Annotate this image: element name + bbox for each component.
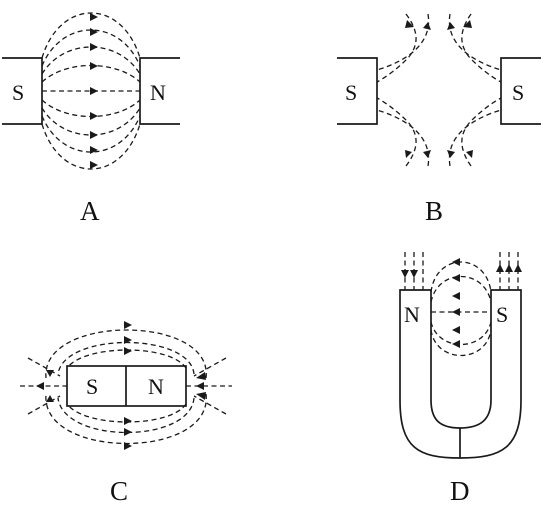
figure-b-field-line xyxy=(448,13,502,71)
figure-a-arrow xyxy=(90,87,98,95)
figure-c-field-line xyxy=(193,357,227,377)
figure-c-arrow xyxy=(196,372,206,380)
figure-d-arrow xyxy=(452,326,460,334)
figure-b-field-line xyxy=(461,97,502,167)
figure-d-caption: D xyxy=(450,476,470,505)
figure-d-field-line xyxy=(430,276,492,303)
figure-b-field-line xyxy=(376,97,417,167)
figure-c-arrow xyxy=(124,336,132,344)
figure-c-field-line xyxy=(27,395,61,415)
figure-d-arrow xyxy=(452,340,460,348)
figure-a-left-pole-label: S xyxy=(12,80,24,105)
figure-a-right-pole-label: N xyxy=(150,80,166,105)
figure-c-arrow xyxy=(124,321,132,329)
figure-c: S N C xyxy=(20,321,232,505)
figure-b-arrow xyxy=(447,22,455,30)
figure-c-arrow xyxy=(124,428,132,436)
figure-d-right-pole-label: S xyxy=(496,302,508,327)
figure-d-arrow xyxy=(401,270,409,278)
figure-b-arrow xyxy=(466,150,473,158)
figure-a: S N A xyxy=(2,12,180,226)
figure-d-field-line xyxy=(430,329,492,356)
figure-b-field-line xyxy=(448,109,502,167)
figure-d-left-pole-label: N xyxy=(404,302,420,327)
figure-a-arrow xyxy=(90,131,98,139)
figure-d-arrow xyxy=(452,292,460,300)
figure-c-arrow xyxy=(46,395,54,402)
figure-b-field-line xyxy=(376,13,417,83)
figure-b-arrow xyxy=(463,20,472,28)
figure-b-arrow xyxy=(447,150,455,158)
figure-a-arrow xyxy=(90,146,98,154)
figure-c-arrow xyxy=(124,417,132,425)
figure-b-arrow xyxy=(423,22,431,30)
figure-c-right-pole-label: N xyxy=(148,374,164,399)
figure-c-caption: C xyxy=(110,476,128,505)
figure-c-arrow xyxy=(46,370,54,377)
figure-b-field-line xyxy=(376,13,430,71)
figure-a-arrow xyxy=(90,62,98,70)
figure-a-field-line-top-3 xyxy=(41,46,141,75)
figure-c-arrow xyxy=(124,442,132,450)
figure-c-arrow xyxy=(196,382,204,390)
figure-d-arrow xyxy=(452,308,460,316)
figure-d: N S D xyxy=(399,252,522,505)
figure-a-arrow xyxy=(90,43,98,51)
figure-d-field-line xyxy=(430,321,492,345)
figure-a-field-line-bottom-4 xyxy=(41,123,141,170)
figure-c-arrow xyxy=(124,347,132,355)
figure-c-field-line xyxy=(27,357,61,377)
figure-b-field-line xyxy=(376,109,430,167)
figure-b-left-pole-label: S xyxy=(345,80,357,105)
figure-d-arrow xyxy=(410,270,418,278)
figure-a-arrow xyxy=(90,13,98,21)
figure-d-arrow xyxy=(514,264,522,272)
figure-c-field-line xyxy=(57,341,195,375)
figure-a-field-line-top-2 xyxy=(41,29,141,67)
figure-d-arrow xyxy=(496,264,504,272)
figure-c-field-line xyxy=(45,329,207,379)
figure-d-arrow xyxy=(452,274,460,282)
figure-a-field-line-bottom-3 xyxy=(41,115,141,153)
figure-d-arrow xyxy=(505,264,513,272)
figure-c-arrow xyxy=(196,392,206,400)
figure-c-field-line xyxy=(193,395,227,415)
figure-b-arrow xyxy=(423,150,431,158)
figure-c-field-line xyxy=(57,397,195,433)
figure-d-horseshoe-magnet xyxy=(399,289,522,459)
figure-b-arrow xyxy=(405,20,414,28)
figure-b-right-pole-label: S xyxy=(512,80,524,105)
figure-a-arrow xyxy=(90,112,98,120)
figure-b-arrow xyxy=(405,150,412,158)
figure-b-caption: B xyxy=(425,196,443,226)
figure-a-field-line-top-1 xyxy=(41,12,141,59)
figure-a-caption: A xyxy=(80,196,100,226)
figure-d-arrow xyxy=(452,258,460,266)
figure-d-field-line xyxy=(430,261,492,293)
figure-c-left-pole-label: S xyxy=(86,374,98,399)
figure-a-arrow xyxy=(90,161,98,169)
figure-b-right-magnet xyxy=(500,57,541,125)
figure-b-left-magnet xyxy=(337,57,378,125)
figure-c-arrow xyxy=(36,382,44,390)
figure-b: S S B xyxy=(337,13,541,226)
figure-a-arrow xyxy=(90,28,98,36)
figure-a-field-line-bottom-2 xyxy=(41,107,141,136)
